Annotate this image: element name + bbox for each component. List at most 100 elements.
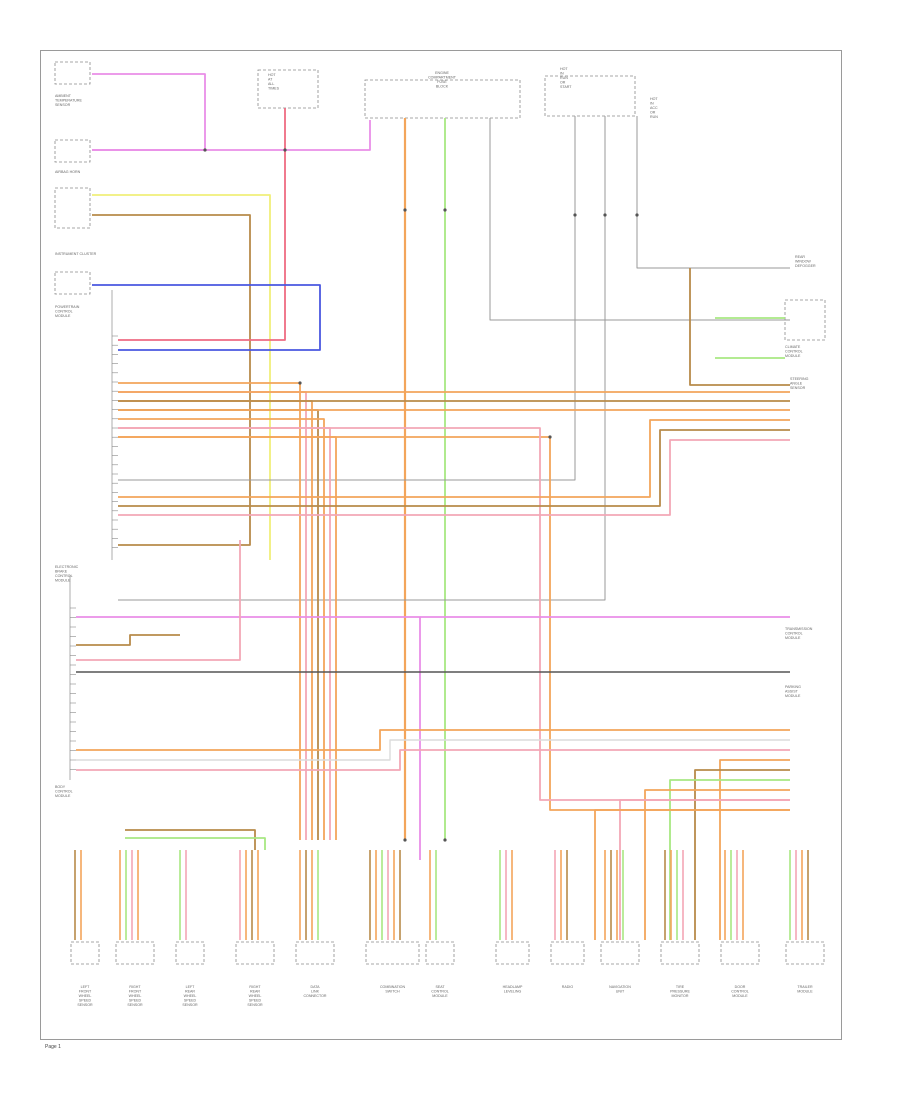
violet-wire-ambient — [92, 73, 206, 151]
bottom-component-box — [175, 941, 205, 965]
splice-dot — [403, 208, 407, 212]
orange-wire-trans — [118, 436, 790, 811]
right-bundle-wire — [594, 809, 790, 940]
right-bundle-wire — [669, 779, 790, 940]
page-label: Page 1 — [45, 1044, 61, 1050]
instrument-cluster-label: INSTRUMENT CLUSTER — [55, 252, 97, 256]
radio-label: RADIO — [562, 985, 574, 989]
violet-wire-horn — [92, 120, 371, 151]
bundle-wire — [118, 382, 301, 840]
instrument-cluster-box — [54, 187, 91, 229]
splice-dot — [573, 213, 577, 217]
right-bundle-wire — [694, 769, 790, 940]
violet-wire-brake — [76, 616, 421, 860]
pink-wire-trans — [118, 427, 790, 801]
brown-wire-brake-sw — [76, 634, 180, 646]
orange-wire-park-2 — [76, 729, 790, 751]
right-bundle-wire — [719, 759, 790, 940]
bottom-component-box — [495, 941, 530, 965]
bundle-wire — [118, 427, 331, 840]
splice-dot — [283, 148, 287, 152]
splice-dot — [403, 838, 407, 842]
white-wire-park — [76, 739, 790, 761]
bottom-component-box — [600, 941, 640, 965]
engine-junction-box — [364, 79, 521, 119]
splice-dot — [298, 381, 302, 385]
fuse-hot-run-box — [257, 69, 319, 109]
gray-wire-junction — [489, 118, 790, 321]
gray-wire-start-2 — [118, 116, 606, 601]
yellow-wire-cluster — [92, 194, 271, 560]
fuse-hot-start-box — [544, 75, 636, 117]
brown-wire-park — [118, 429, 790, 507]
splice-dot — [203, 148, 207, 152]
ambient-sensor-box — [54, 61, 91, 85]
right-bundle-wire — [619, 799, 790, 940]
gray-wire-start — [118, 116, 576, 481]
right-bundle-wire — [644, 789, 790, 940]
green-wire-wheel — [125, 837, 266, 850]
bottom-component-box — [295, 941, 335, 965]
gray-wire-acc — [636, 116, 790, 269]
splice-dot — [635, 213, 639, 217]
bottom-component-box — [365, 941, 420, 965]
bottom-component-box — [550, 941, 585, 965]
bottom-component-box — [70, 941, 100, 965]
airbag-horn-label: AIRBAG HORN — [55, 170, 81, 174]
airbag-horn-box — [54, 139, 91, 163]
bottom-component-box — [115, 941, 155, 965]
brown-wire-cluster — [92, 214, 251, 546]
pink-wire-park — [118, 439, 790, 516]
bottom-component-box — [720, 941, 760, 965]
sensor-box-2 — [54, 271, 91, 295]
splice-dot — [548, 435, 552, 439]
bottom-component-box — [235, 941, 275, 965]
climate-control-box — [784, 299, 826, 341]
splice-dot — [443, 838, 447, 842]
diagram-border — [40, 50, 842, 1040]
bundle-wire — [118, 400, 313, 840]
brown-wire-wheel — [125, 829, 256, 850]
bottom-component-box — [425, 941, 455, 965]
bundle-wire — [118, 409, 319, 840]
red-wire-fuse — [118, 108, 286, 341]
blue-wire-sensor — [92, 284, 321, 351]
bundle-wire — [118, 391, 307, 840]
pink-wire-brake — [76, 540, 241, 661]
bundle-wire — [118, 418, 325, 840]
pink-wire-park-2 — [76, 749, 790, 771]
bottom-component-box — [785, 941, 825, 965]
brown-wire-defog — [689, 268, 790, 386]
orange-wire-park — [118, 419, 790, 498]
bottom-component-box — [660, 941, 700, 965]
splice-dot — [603, 213, 607, 217]
splice-dot — [443, 208, 447, 212]
